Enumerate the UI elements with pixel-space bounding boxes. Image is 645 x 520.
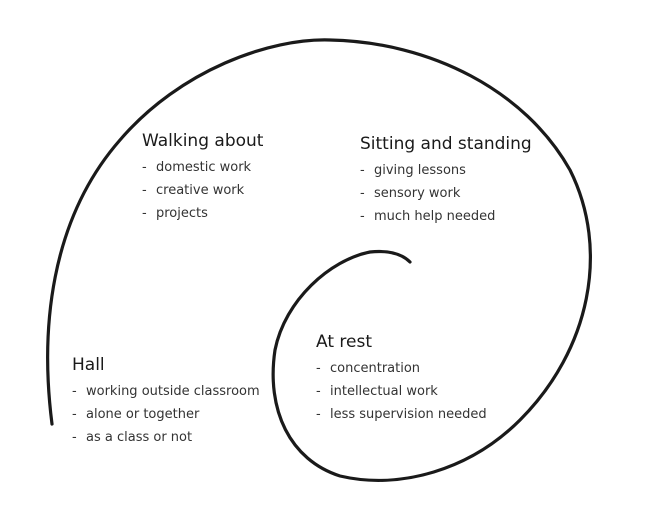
group-title: Walking about — [142, 131, 264, 151]
list-item-text: projects — [156, 206, 208, 221]
group-list: -domestic work -creative work -projects — [142, 156, 263, 225]
list-item-text: sensory work — [374, 186, 461, 201]
bullet-dash: - — [316, 361, 321, 376]
group-title: At rest — [316, 332, 372, 352]
list-item: -projects — [142, 202, 263, 225]
list-item: -much help needed — [360, 205, 532, 228]
bullet-dash: - — [72, 407, 77, 422]
spiral-line — [46, 38, 592, 482]
list-item-text: alone or together — [86, 407, 200, 422]
bullet-dash: - — [316, 407, 321, 422]
list-item: -sensory work — [360, 182, 532, 205]
bullet-dash: - — [142, 206, 147, 221]
bullet-dash: - — [142, 160, 147, 175]
list-item-text: creative work — [156, 183, 245, 198]
list-item-text: giving lessons — [374, 163, 466, 178]
list-item-text: as a class or not — [86, 430, 193, 445]
list-item: -concentration — [316, 357, 487, 380]
list-item: -alone or together — [72, 403, 260, 426]
list-item-text: working outside classroom — [86, 384, 260, 399]
list-item-text: domestic work — [156, 160, 252, 175]
group-sitting-and-standing: Sitting and standing -giving lessons -se… — [360, 134, 532, 228]
list-item-text: concentration — [330, 361, 421, 376]
list-item: -as a class or not — [72, 426, 260, 449]
list-item: -working outside classroom — [72, 380, 260, 403]
list-item: -intellectual work — [316, 380, 487, 403]
list-item-text: much help needed — [374, 209, 496, 224]
list-item: -less supervision needed — [316, 403, 487, 426]
bullet-dash: - — [316, 384, 321, 399]
group-walking-about: Walking about -domestic work -creative w… — [142, 131, 263, 225]
list-item-text: intellectual work — [330, 384, 438, 399]
group-hall: Hall -working outside classroom -alone o… — [72, 355, 260, 449]
bullet-dash: - — [360, 163, 365, 178]
bullet-dash: - — [360, 186, 365, 201]
bullet-dash: - — [72, 384, 77, 399]
list-item: -domestic work — [142, 156, 263, 179]
group-list: -working outside classroom -alone or tog… — [72, 380, 260, 449]
group-list: -giving lessons -sensory work -much help… — [360, 159, 532, 228]
list-item: -creative work — [142, 179, 263, 202]
list-item: -giving lessons — [360, 159, 532, 182]
bullet-dash: - — [360, 209, 365, 224]
list-item-text: less supervision needed — [330, 407, 487, 422]
bullet-dash: - — [72, 430, 77, 445]
group-title: Hall — [72, 355, 105, 375]
group-at-rest: At rest -concentration -intellectual wor… — [316, 332, 487, 426]
bullet-dash: - — [142, 183, 147, 198]
group-list: -concentration -intellectual work -less … — [316, 357, 487, 426]
group-title: Sitting and standing — [360, 134, 532, 154]
